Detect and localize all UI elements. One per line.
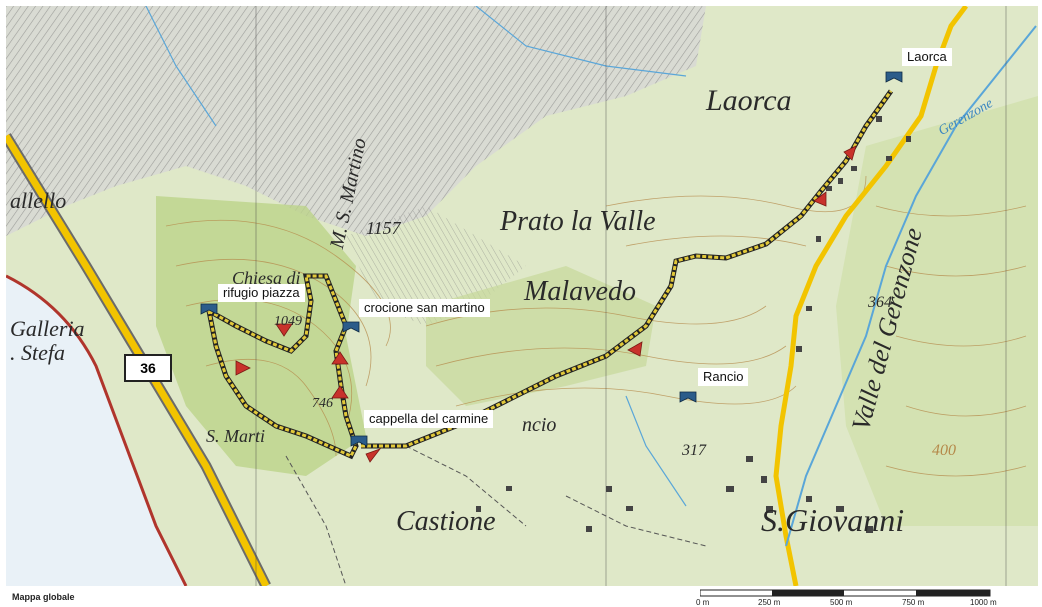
direction-arrow [331, 385, 349, 399]
shoreline-railway [6, 274, 188, 586]
elevation-400: 400 [932, 442, 956, 459]
valley-road [773, 6, 968, 586]
scale-label: 1000 m [970, 598, 997, 607]
place-name-malavedo: Malavedo [524, 276, 636, 307]
direction-arrow [235, 360, 251, 376]
place-name-castione: Castione [396, 506, 496, 537]
direction-arrow [275, 323, 293, 337]
waypoint-flags [200, 71, 903, 447]
scale-label: 500 m [830, 598, 853, 607]
flag-icon [200, 303, 218, 315]
waypoint-label-laorca[interactable]: Laorca [902, 48, 952, 66]
elevation-317: 317 [682, 442, 706, 459]
waypoint-label-cappella-del-carmine[interactable]: cappella del carmine [364, 410, 494, 428]
waypoint-label-rifugio-piazza[interactable]: rifugio piazza [218, 284, 305, 302]
footpaths [285, 445, 707, 586]
direction-arrow [843, 145, 857, 161]
place-name-s-giovanni: S.Giovanni [761, 502, 905, 538]
direction-arrow [365, 448, 382, 463]
hiking-track[interactable] [207, 90, 893, 458]
elevation-364: 364 [868, 294, 892, 311]
scale-label: 0 m [696, 598, 710, 607]
direction-arrow [627, 341, 643, 357]
elevation-746: 746 [312, 396, 333, 411]
flag-icon [885, 71, 903, 83]
place-name-chiesa: Chiesa di [232, 268, 301, 288]
flag-icon [350, 435, 368, 447]
scale-bar: 0 m 250 m 500 m 750 m 1000 m [696, 584, 1020, 607]
direction-arrows [235, 145, 857, 463]
forest-area-3 [836, 96, 1038, 526]
scale-label: 750 m [902, 598, 925, 607]
map-title: Mappa globale [12, 592, 75, 602]
elevation-1049: 1049 [274, 314, 302, 329]
direction-arrow [331, 351, 349, 365]
waypoint-label-rancio[interactable]: Rancio [698, 368, 749, 386]
map-canvas [6, 6, 1038, 586]
place-name-laorca: Laorca [706, 84, 792, 117]
lake [6, 276, 186, 586]
place-name-galleria: Galleria [10, 316, 85, 341]
flag-icon [679, 391, 697, 403]
place-name-s-martino: S. Marti [206, 426, 266, 446]
place-name-s-stef: . Stefa [10, 340, 65, 365]
topographic-map[interactable]: Laorca Prato la Valle Malavedo Castione … [6, 6, 1038, 586]
river-gerenzone [785, 25, 1037, 547]
direction-arrow [813, 191, 827, 207]
streams [145, 6, 687, 507]
flag-icon [342, 321, 360, 333]
rock-hatching [6, 6, 706, 236]
scale-bar-graphic [699, 589, 991, 597]
waypoint-label-crocione-san-martino[interactable]: crocione san martino [359, 299, 490, 317]
place-name-vallello: allello [10, 188, 67, 213]
place-name-prato-la-valle: Prato la Valle [500, 206, 656, 237]
elevation-1157: 1157 [366, 218, 401, 238]
buildings [476, 116, 911, 533]
scale-label: 250 m [758, 598, 781, 607]
road-shield-36: 36 [124, 354, 172, 382]
place-name-rancio-fragment: ncio [522, 414, 557, 436]
